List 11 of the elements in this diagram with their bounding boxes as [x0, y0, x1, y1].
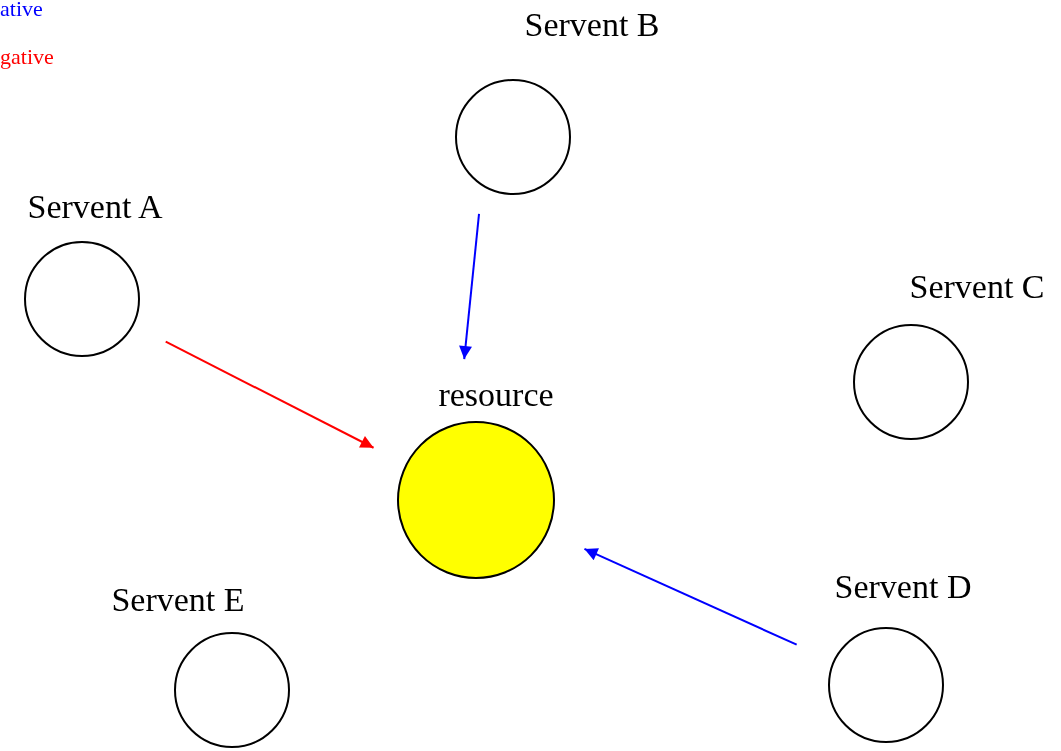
- arrow: [164, 340, 375, 449]
- legend-text: ative: [0, 0, 43, 22]
- node-label: Servent C: [908, 267, 1046, 307]
- arrow: [459, 212, 480, 361]
- node-label: Servent E: [110, 580, 246, 620]
- node-label: Servent B: [523, 5, 661, 45]
- legend-text: gative: [0, 44, 54, 70]
- node-label: resource: [437, 375, 555, 415]
- arrow: [583, 547, 798, 646]
- node-label: Servent A: [26, 187, 164, 227]
- node-label: Servent D: [833, 567, 973, 607]
